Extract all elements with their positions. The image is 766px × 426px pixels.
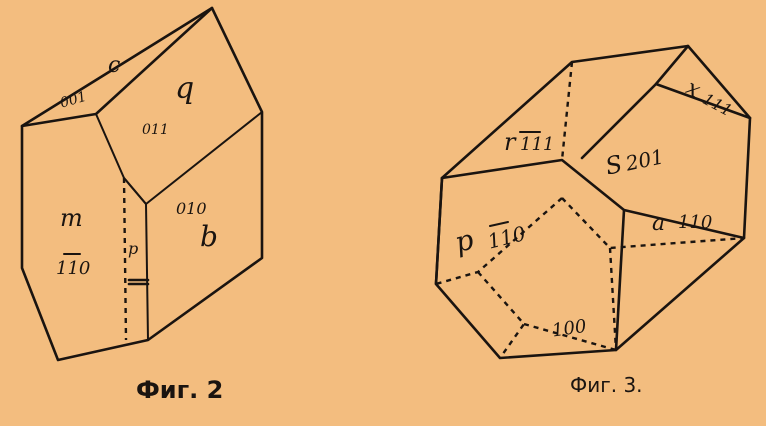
face-b-index: 010 <box>176 199 207 218</box>
face-q-label: q <box>175 71 194 106</box>
face-p-label: p <box>128 239 138 258</box>
face-bottom-index: 100 <box>551 316 588 342</box>
face-s-label: S <box>603 150 625 181</box>
face-c-index: 001 <box>58 89 88 112</box>
face-a-label: a <box>652 211 665 236</box>
face-m-index: 110 <box>56 258 90 279</box>
face-b-label: b <box>200 220 218 253</box>
face-p-label: p <box>451 223 476 259</box>
face-s-index: 201 <box>623 144 666 176</box>
face-m-label: m <box>60 204 83 232</box>
face-r-label: r <box>504 128 517 156</box>
face-r-index: 111 <box>520 134 554 155</box>
figure-2-caption: Фиг. 2 <box>136 376 223 404</box>
figure-2-crystal: c 001 q 011 010 b m 110 p Фиг. 2 <box>20 6 264 404</box>
face-a-index: 110 <box>678 212 712 233</box>
face-c-label: c <box>108 53 120 78</box>
figure-3-caption: Фиг. 3. <box>570 373 643 397</box>
face-q-index: 011 <box>142 122 169 138</box>
figure-3-crystal: r 111 x 111 S 201 p 110 a 110 100 Фиг. 3… <box>434 44 752 397</box>
